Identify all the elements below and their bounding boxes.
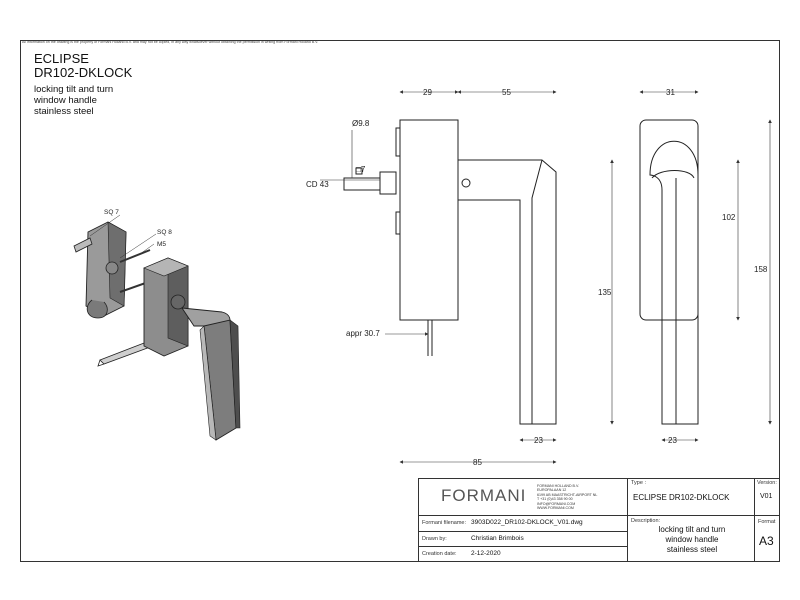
- product-description: locking tilt and turn window handle stai…: [34, 84, 132, 117]
- company-address: FORMANI HOLLAND B.V. EUROPALAAN 12 6199 …: [537, 484, 598, 511]
- dim-diameter: Ø9.8: [352, 119, 370, 128]
- label-sq8: SQ 8: [157, 229, 172, 236]
- formani-logo: FORMANI: [441, 486, 527, 505]
- date-value: 2-12-2020: [471, 550, 501, 557]
- side-view: [343, 119, 557, 425]
- dimensions: [320, 90, 772, 464]
- dim-square: □7: [356, 165, 366, 174]
- dim-29: 29: [423, 88, 432, 97]
- title-block-table: FORMANI FORMANI HOLLAND B.V. EUROPALAAN …: [418, 478, 780, 562]
- filename-row: Formani filename: 3903D022_DR102-DKLOCK_…: [418, 515, 628, 532]
- version-cell: Version: V01: [754, 478, 780, 516]
- description-cell: Description: locking tilt and turn windo…: [627, 515, 755, 562]
- filename-label: Formani filename:: [422, 520, 467, 526]
- title-block: ECLIPSE DR102-DKLOCK locking tilt and tu…: [34, 51, 133, 118]
- drawn-row: Drawn by: Christian Brimbois: [418, 531, 628, 547]
- date-label: Creation date:: [422, 551, 457, 557]
- desc-line-2: window handle: [34, 95, 97, 106]
- dimension-labels: 29 55 31 Ø9.8 □7 CD 43 135 102 158 appr …: [306, 88, 768, 467]
- drawing-frame: [20, 40, 780, 562]
- desc-tb-3: stainless steel: [666, 545, 718, 554]
- description-label: Description:: [631, 518, 661, 524]
- filename-value: 3903D022_DR102-DKLOCK_V01.dwg: [471, 519, 583, 526]
- dim-31: 31: [666, 88, 675, 97]
- drawn-value: Christian Brimbois: [471, 535, 524, 542]
- dim-102: 102: [722, 213, 736, 222]
- label-sq7: SQ 7: [104, 209, 119, 216]
- desc-line-1: locking tilt and turn: [34, 84, 114, 95]
- disclaimer: All information on the drawing is the pr…: [22, 40, 319, 44]
- format-value: A3: [759, 534, 774, 548]
- product-code: DR102-DKLOCK: [34, 65, 133, 80]
- dim-cd43: CD 43: [306, 180, 329, 189]
- label-m5: M5: [157, 241, 166, 248]
- dim-85: 85: [473, 458, 482, 467]
- desc-line-3: stainless steel: [34, 106, 94, 117]
- dim-appr: appr 30.7: [346, 329, 380, 338]
- version-label: Version:: [757, 480, 777, 486]
- front-view: [639, 119, 699, 425]
- version-value: V01: [760, 493, 773, 500]
- product-name: ECLIPSE: [34, 51, 89, 66]
- dim-23-side: 23: [534, 436, 543, 445]
- format-label: Format: [758, 519, 776, 525]
- isometric-view: SQ 7 SQ 8 M5: [73, 209, 241, 441]
- desc-tb-2: window handle: [665, 535, 719, 544]
- logo-cell: FORMANI FORMANI HOLLAND B.V. EUROPALAAN …: [418, 478, 628, 516]
- type-cell: Type : ECLIPSE DR102-DKLOCK: [627, 478, 755, 516]
- dim-55: 55: [502, 88, 511, 97]
- desc-tb-1: locking tilt and turn: [658, 525, 726, 534]
- type-label: Type :: [631, 480, 646, 486]
- drawn-label: Drawn by:: [422, 536, 447, 542]
- type-value: ECLIPSE DR102-DKLOCK: [633, 493, 730, 502]
- format-cell: Format A3: [754, 515, 780, 562]
- dim-135: 135: [598, 288, 612, 297]
- date-row: Creation date: 2-12-2020: [418, 546, 628, 562]
- dim-158: 158: [754, 265, 768, 274]
- dim-23-front: 23: [668, 436, 677, 445]
